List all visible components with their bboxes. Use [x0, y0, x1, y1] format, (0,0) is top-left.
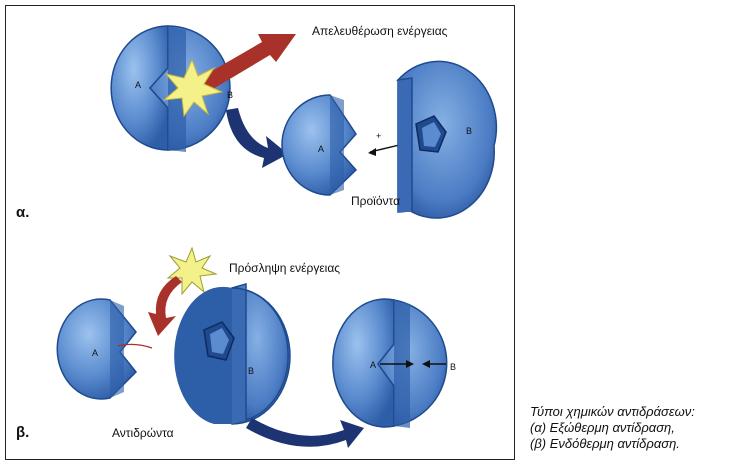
part-a-label: α. [16, 204, 30, 221]
letter-b-product: B [466, 126, 472, 136]
dash-arrow-left [117, 343, 153, 349]
caption-line-2: (α) Εξώθερμη αντίδραση, [530, 420, 675, 435]
plus-sign: + [376, 131, 381, 141]
products-label: Προϊόντα [351, 194, 401, 208]
letter-a-top: A [135, 80, 141, 90]
part-b-label: β. [16, 424, 30, 441]
reaction-arrow-a [226, 108, 288, 168]
caption-line-3: (β) Ενδόθερμη αντίδραση. [530, 436, 680, 451]
absorb-energy-label: Πρόσληψη ενέργειας [229, 261, 341, 275]
letter-b-combined: B [450, 362, 456, 372]
letter-a-product: A [318, 144, 324, 154]
explosion-star-icon [162, 58, 224, 118]
release-energy-label: Απελευθέρωση ενέργειας [312, 24, 448, 38]
absorb-energy-arrow [148, 276, 182, 336]
product-molecule-a [281, 94, 358, 196]
absorb-star-icon [166, 246, 218, 296]
reaction-arrow-b [246, 418, 364, 448]
reactants-label: Αντιδρώντα [112, 426, 174, 440]
letter-a-combined: A [370, 360, 376, 370]
figure-frame [5, 5, 515, 460]
reactant-molecule-a [56, 298, 138, 400]
bond-arrows [380, 360, 446, 368]
letter-b-reactant: B [248, 366, 254, 376]
release-energy-arrow [200, 34, 296, 92]
letter-a-reactant: A [92, 348, 98, 358]
letter-b-top: B [227, 90, 233, 100]
caption-line-1: Τύποι χημικών αντιδράσεων: [530, 404, 695, 419]
product-molecule-b [396, 60, 498, 219]
figure-caption: Τύποι χημικών αντιδράσεων: (α) Εξώθερμη … [530, 404, 695, 452]
reactant-molecule-b [174, 283, 291, 425]
combined-molecule-b [332, 298, 448, 428]
